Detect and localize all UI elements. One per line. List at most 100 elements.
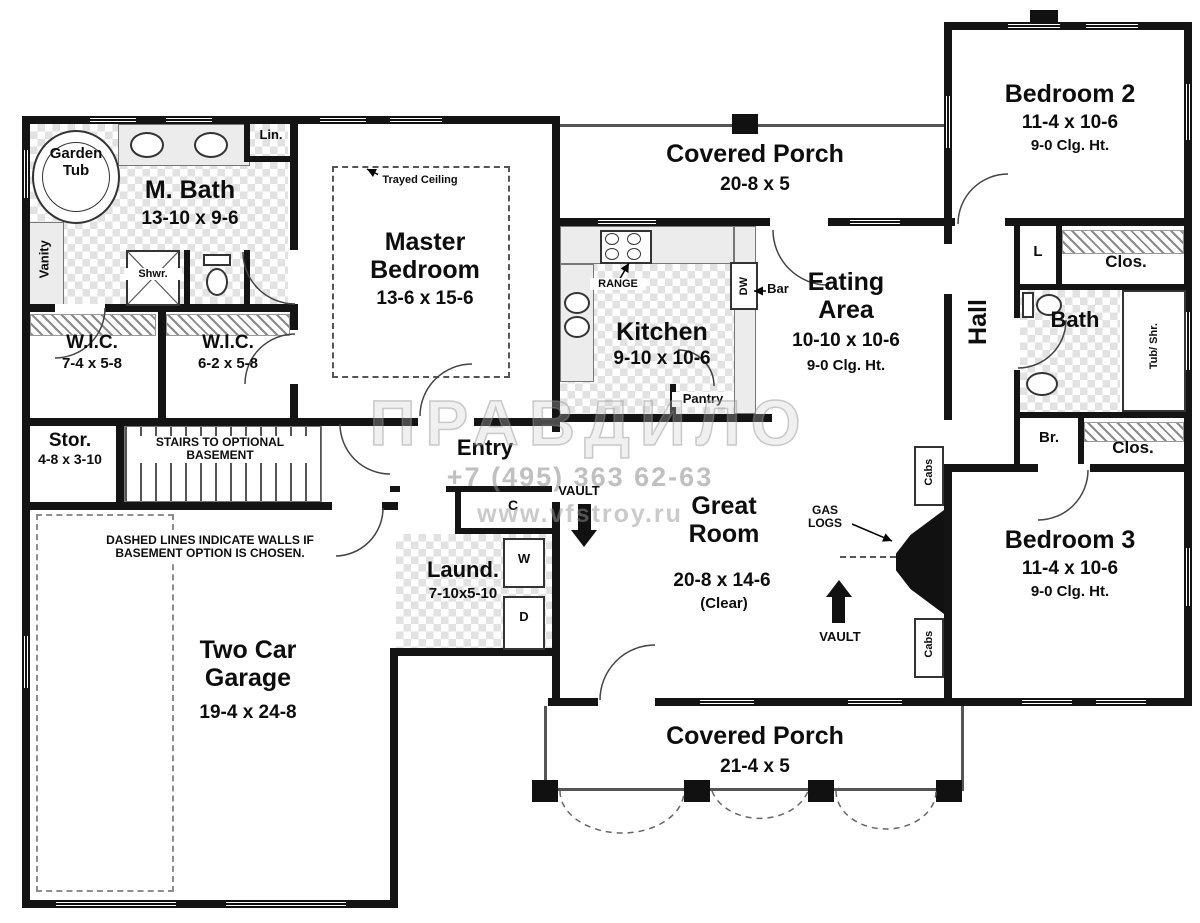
fireplace <box>896 510 944 614</box>
cabinet-niche <box>914 618 944 678</box>
wall <box>944 468 952 706</box>
wall <box>1014 412 1192 418</box>
room-name-kitchen: Kitchen <box>616 318 708 346</box>
door-opening <box>290 250 298 304</box>
window <box>1184 548 1192 606</box>
range-label: RANGE <box>590 278 646 291</box>
room-name-porch-top: Covered Porch <box>666 140 844 168</box>
closet-top-label: Clos. <box>1105 252 1147 271</box>
wall <box>552 414 772 422</box>
door-opening <box>332 502 382 510</box>
room-dims-bedroom2: 11-4 x 10-6 <box>1021 112 1119 133</box>
room-name-laundry: Laund. <box>426 557 500 582</box>
room-name-great-room: Great Room <box>688 492 760 548</box>
wall <box>1078 418 1084 468</box>
porch-edge-line <box>961 706 964 790</box>
room-note-great-room: (Clear) <box>700 595 748 612</box>
window <box>22 150 30 198</box>
room-name-porch-bottom: Covered Porch <box>666 722 844 750</box>
room-dims-wic1: 7-4 x 5-8 <box>61 355 123 372</box>
room-name-master-bedroom: Master Bedroom <box>370 228 480 284</box>
wall <box>390 652 398 908</box>
door-arc <box>339 423 391 475</box>
wall <box>22 116 30 908</box>
room-dims-wic2: 6-2 x 5-8 <box>197 355 259 372</box>
window <box>850 218 900 226</box>
room-dims-garage: 19-4 x 24-8 <box>199 702 297 723</box>
kitchen-sink <box>564 292 590 314</box>
cabs-top-label: Cabs <box>922 458 935 486</box>
toilet-tank <box>1022 292 1034 318</box>
wall <box>158 312 166 418</box>
room-dims-great-room: 20-8 x 14-6 <box>673 570 771 591</box>
room-dims-master-bedroom: 13-6 x 15-6 <box>376 288 474 309</box>
porch-column <box>684 780 710 802</box>
door-arc <box>957 173 1009 225</box>
linen2-label: L <box>1033 243 1043 260</box>
wall <box>552 218 952 226</box>
toilet-tank <box>203 254 231 266</box>
wall <box>244 156 298 162</box>
door-opening <box>418 418 474 426</box>
porch-column <box>732 114 758 134</box>
door-opening <box>598 698 655 706</box>
door-arc <box>334 507 384 557</box>
window <box>320 116 366 124</box>
room-dims-bedroom3: 11-4 x 10-6 <box>1021 558 1119 579</box>
toilet-bowl <box>206 268 228 296</box>
cabinet-niche <box>914 446 944 506</box>
window <box>1086 22 1138 30</box>
garage-door <box>56 900 176 908</box>
dishwasher-box <box>730 262 758 310</box>
porch-dashed-arc <box>835 790 937 830</box>
dryer-box <box>503 596 545 650</box>
trayed-ceiling-label: Trayed Ceiling <box>378 174 462 187</box>
wall <box>1020 284 1192 290</box>
door-arc <box>1037 469 1089 521</box>
washer-label: W <box>517 551 531 566</box>
door-opening <box>400 486 446 492</box>
garden-tub-label: Garden Tub <box>49 145 103 179</box>
burner <box>605 233 619 245</box>
roof-vent <box>1030 10 1058 24</box>
room-dims-porch-top: 20-8 x 5 <box>720 174 790 195</box>
window <box>390 116 442 124</box>
door-opening <box>770 218 828 226</box>
window <box>1022 698 1072 706</box>
sink <box>194 132 228 158</box>
wall <box>22 418 294 426</box>
room-dims-eating: 10-10 x 10-6 <box>792 330 900 351</box>
wall <box>944 22 1192 30</box>
tub-shower-label: Tub/ Shr. <box>1147 323 1160 370</box>
window <box>700 698 754 706</box>
room-name-entry: Entry <box>456 435 514 460</box>
room-name-eating: Eating Area <box>807 268 885 324</box>
washer-box <box>503 538 545 588</box>
window <box>90 116 136 124</box>
wic2-rod-hatch <box>166 314 290 336</box>
sink <box>1026 372 1058 396</box>
window <box>1184 312 1192 370</box>
wall <box>455 528 560 534</box>
cased-opening <box>552 432 560 502</box>
room-dims-porch-bottom: 21-4 x 5 <box>720 756 790 777</box>
window <box>22 636 30 688</box>
vault-arrow-down-head <box>571 530 597 547</box>
tub-shower-unit <box>1122 290 1186 412</box>
wall <box>455 486 461 534</box>
coat-closet-label: C <box>507 497 519 513</box>
room-dims-kitchen: 9-10 x 10-6 <box>613 348 711 369</box>
vault-ridge-dashed-line <box>840 556 896 558</box>
room-dims-stor: 4-8 x 3-10 <box>38 451 102 467</box>
vault-top-label: VAULT <box>558 483 600 498</box>
wall <box>1014 418 1020 468</box>
porch-dashed-arc <box>711 790 809 820</box>
window <box>848 698 902 706</box>
wall <box>184 250 190 306</box>
room-name-bedroom2: Bedroom 2 <box>1004 80 1136 108</box>
room-name-wic2: W.I.C. <box>202 332 254 353</box>
room-dims-m-bath: 13-10 x 9-6 <box>141 208 239 229</box>
room-ceiling-eating: 9-0 Clg. Ht. <box>806 357 886 374</box>
sink <box>130 132 164 158</box>
wall <box>390 486 560 492</box>
